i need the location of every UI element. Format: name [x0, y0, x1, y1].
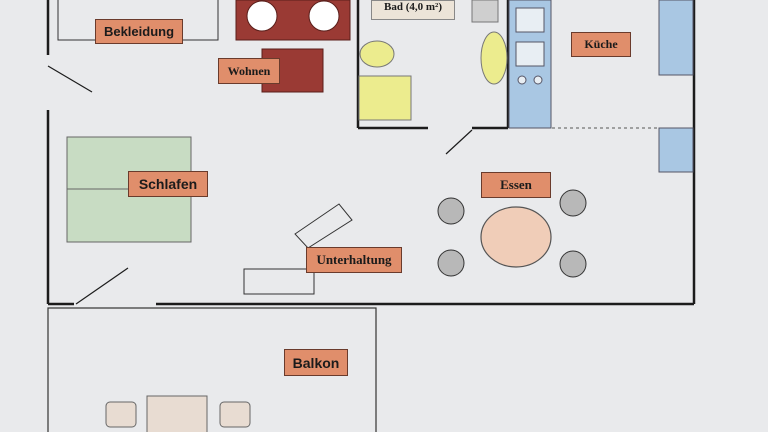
toilet: [359, 40, 395, 68]
balcony-table: [146, 395, 208, 432]
chair-bottom-right: [559, 250, 587, 278]
room-label-essen: Essen: [481, 172, 551, 198]
wohnen-rug: [261, 48, 324, 93]
room-label-schlafen: Schlafen: [128, 171, 208, 197]
tv-sideboard: [243, 268, 315, 295]
chair-top-right: [559, 189, 587, 217]
room-label-bad: Bad (4,0 m²): [371, 0, 455, 20]
room-label-bekleidung: Bekleidung: [95, 19, 183, 44]
door-entry: [47, 65, 93, 93]
cushion-left: [246, 0, 278, 32]
shower: [358, 75, 412, 121]
washbasin: [480, 31, 508, 85]
fridge-cabinet: [658, 0, 694, 76]
armchair: [294, 203, 353, 249]
door-balcony: [75, 267, 129, 305]
stove-burner-2: [533, 75, 543, 85]
door-bath: [445, 129, 473, 155]
dining-table: [480, 206, 552, 268]
kitchen-oven: [515, 41, 545, 67]
kitchen-sink: [515, 7, 545, 33]
room-label-unterhaltung: Unterhaltung: [306, 247, 402, 273]
cushion-right: [308, 0, 340, 32]
chair-bottom-left: [437, 249, 465, 277]
bath-cabinet: [471, 0, 499, 23]
room-label-kueche: Küche: [571, 32, 631, 57]
side-cabinet: [658, 127, 694, 173]
balcony-chair-left: [105, 401, 137, 428]
room-label-balkon: Balkon: [284, 349, 348, 376]
walls: [46, 0, 696, 306]
stove-burner-1: [517, 75, 527, 85]
chair-top-left: [437, 197, 465, 225]
balcony-chair-right: [219, 401, 251, 428]
doors: [47, 65, 473, 305]
balcony-outline: [47, 307, 377, 432]
room-label-wohnen: Wohnen: [218, 58, 280, 84]
